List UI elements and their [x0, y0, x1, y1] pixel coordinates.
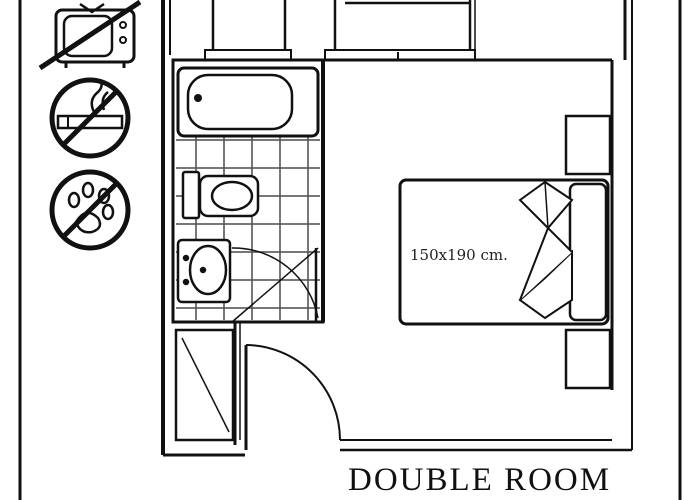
no-pets-icon — [49, 169, 131, 251]
page-frame — [18, 0, 682, 500]
washbasin — [176, 238, 232, 304]
entrance-door — [244, 344, 341, 450]
double-bed — [398, 178, 610, 326]
no-tv-icon — [38, 0, 142, 71]
closet — [174, 328, 235, 442]
no-smoking-icon — [49, 77, 131, 159]
bathtub — [176, 66, 320, 138]
building-outline — [161, 0, 633, 457]
nightstands — [564, 114, 612, 390]
room-walls — [171, 58, 614, 445]
bed-size-label: 150x190 cm. — [410, 246, 508, 264]
bathroom-door — [231, 247, 319, 323]
room-title: DOUBLE ROOM — [348, 462, 611, 498]
toilet — [181, 170, 260, 220]
